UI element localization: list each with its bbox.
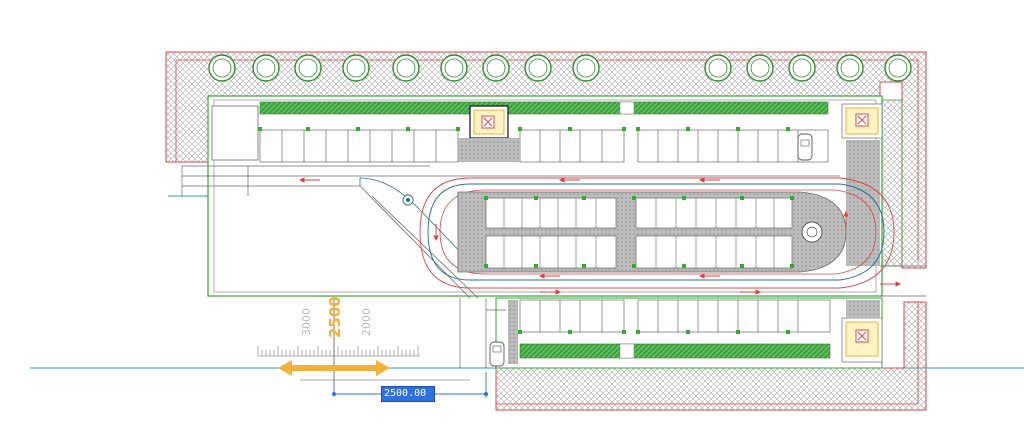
dimension-grip[interactable] — [332, 392, 336, 396]
entry-road — [181, 165, 840, 196]
scale-label-left: 3000 — [300, 308, 313, 336]
stair-core-icon — [841, 103, 883, 139]
tree-icon — [208, 54, 236, 82]
fountain-icon — [801, 221, 823, 243]
right-exit-road — [880, 265, 926, 297]
site-boundary-lower — [495, 301, 927, 411]
tree-icon — [482, 54, 510, 82]
lower-paved-strip — [508, 300, 518, 364]
column-markers-bottom — [518, 330, 790, 334]
bottom-planting-bed — [519, 343, 831, 359]
bottom-bed-gap — [619, 343, 635, 359]
scale-label-right: 2000 — [360, 308, 373, 336]
stair-core-icon — [469, 105, 509, 139]
stretch-arrow-icon[interactable] — [278, 360, 390, 376]
dimension-input[interactable] — [381, 386, 435, 402]
parking-row-bottom — [519, 299, 831, 333]
tree-icon — [572, 54, 600, 82]
central-island — [457, 191, 847, 273]
entry-room — [211, 105, 259, 161]
dimension-grip[interactable] — [484, 392, 488, 396]
lower-right-paved — [846, 300, 880, 318]
scale-ruler-ticks — [257, 346, 419, 356]
tree-icon — [836, 54, 864, 82]
tree-icon — [884, 54, 912, 82]
stretch-scale-tool[interactable]: 3000 2500 2000 — [257, 296, 488, 398]
tree-icon — [392, 54, 420, 82]
right-landscape-strip — [881, 99, 903, 267]
scale-label-center: 2500 — [326, 296, 344, 338]
tree-row — [208, 54, 912, 82]
tree-icon — [746, 54, 774, 82]
tree-icon — [524, 54, 552, 82]
top-planting-bed — [259, 101, 829, 115]
right-paved-strip — [846, 140, 880, 266]
car-icon — [797, 133, 813, 161]
stair-core-icon — [841, 317, 883, 363]
tree-icon — [440, 54, 468, 82]
column-markers-top — [258, 127, 790, 131]
tree-icon — [342, 54, 370, 82]
parking-row-top — [259, 129, 829, 163]
direction-arrow-icon — [298, 177, 902, 295]
tree-icon — [294, 54, 322, 82]
lower-road — [459, 298, 506, 368]
car-icon — [489, 341, 505, 367]
tree-icon — [788, 54, 816, 82]
fountain-icon — [402, 194, 414, 206]
tree-icon — [252, 54, 280, 82]
top-bed-gap — [619, 101, 635, 115]
ring-aisle — [359, 177, 895, 299]
tree-icon — [704, 54, 732, 82]
stair-pavement-top — [458, 138, 520, 162]
